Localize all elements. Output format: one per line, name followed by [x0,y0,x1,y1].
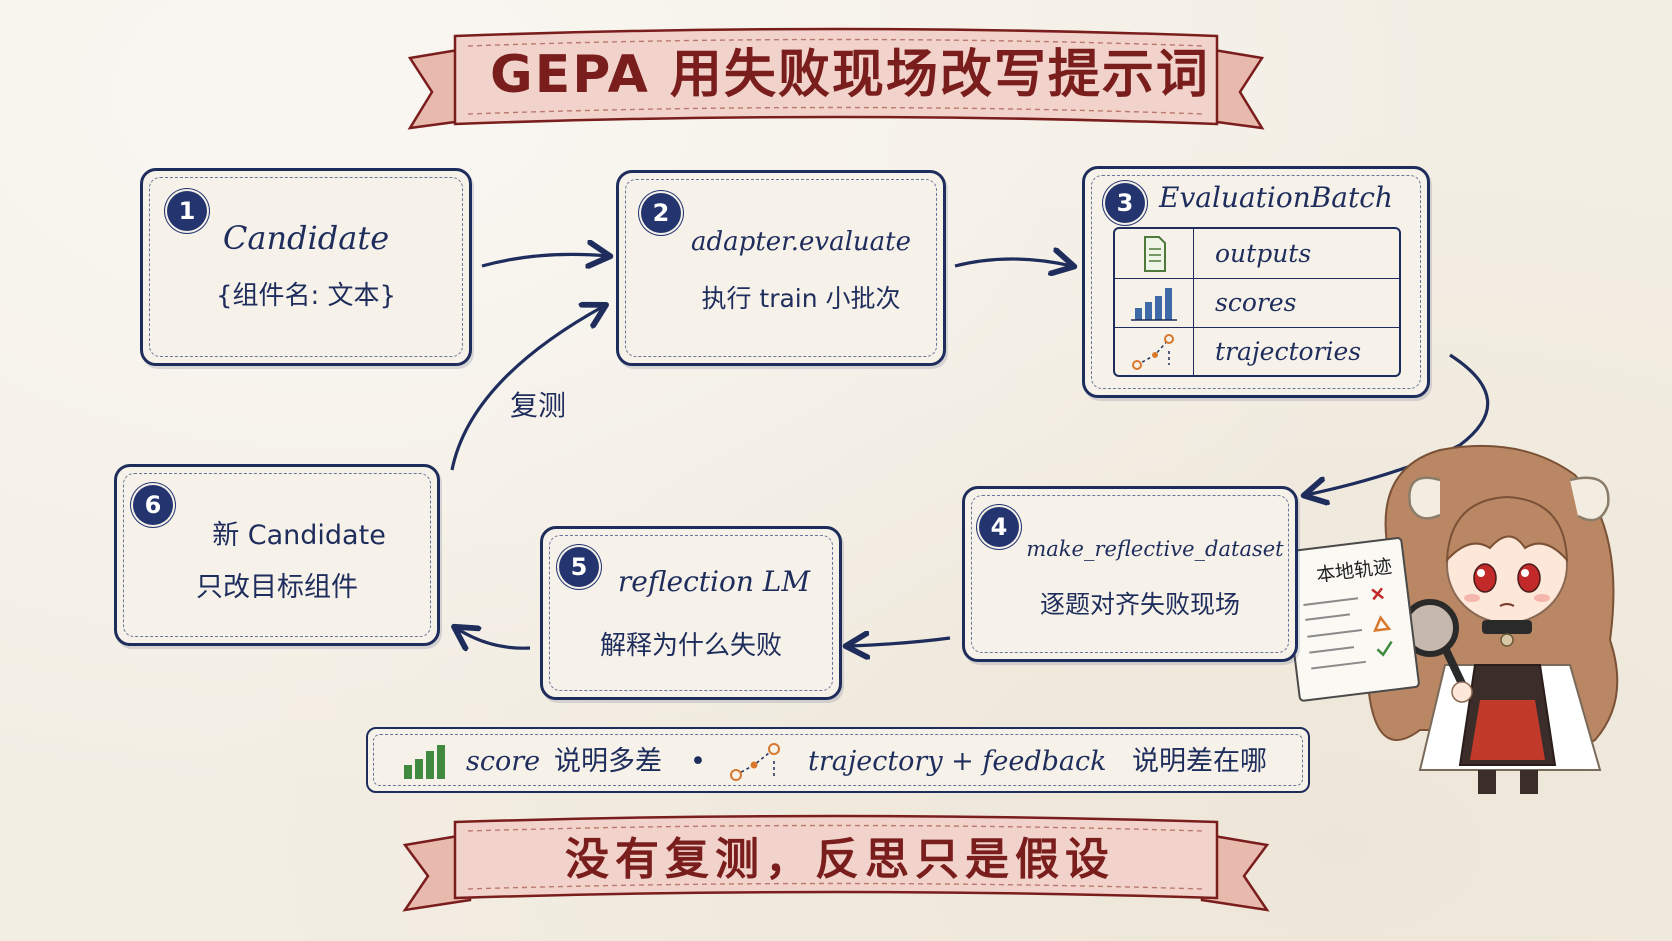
step-6-new-candidate: 6 新 Candidate 只改目标组件 [114,464,440,646]
step-title: reflection LM [617,565,811,598]
page-title: GEPA 用失败现场改写提示词 [490,45,1210,105]
step-4-make-reflective-dataset: 4 make_reflective_dataset 逐题对齐失败现场 [962,486,1298,662]
orange-trajectory-icon [730,743,780,781]
table-row: scores [1115,278,1399,328]
document-icon [1115,229,1194,278]
step-title: make_reflective_dataset [1026,537,1284,561]
step-2-adapter-evaluate: 2 adapter.evaluate 执行 train 小批次 [616,170,946,366]
step-subtitle: {组件名: 文本} [215,281,397,311]
footer-banner [402,814,1270,912]
step-1-candidate: 1 Candidate {组件名: 文本} [140,168,472,366]
legend-score-label: score [466,746,541,777]
footer-slogan: 没有复测，反思只是假设 [565,834,1115,885]
arrow-3-to-4 [1306,353,1490,495]
step-subtitle: 解释为什么失败 [599,631,782,661]
step-number-badge: 4 [979,507,1019,547]
legend-score-desc: 说明多差 [554,746,662,777]
trajectory-icon [1115,327,1194,376]
legend-bar: score 说明多差 • trajectory + feedback 说明差在哪 [366,727,1310,793]
legend-trajectory-label: trajectory + feedback [808,746,1107,777]
legend-separator: • [690,746,706,777]
warning-triangle-icon [1373,615,1392,632]
row-label: scores [1215,288,1297,317]
arrow-5-to-6 [456,628,531,648]
cross-icon [1371,587,1385,601]
table-row: trajectories [1115,327,1399,376]
step-number-badge: 5 [559,547,599,587]
legend-trajectory-desc: 说明差在哪 [1132,746,1267,777]
green-bar-chart-icon [404,745,445,779]
step-title: Candidate [222,219,390,257]
arrow-6-to-2 [450,306,604,471]
step-number-badge: 1 [167,191,207,231]
table-row: outputs [1115,229,1399,279]
evaluation-batch-table: outputs scores [1113,227,1401,377]
title-banner [407,27,1265,130]
step-number-badge: 2 [641,193,681,233]
step-subtitle: 只改目标组件 [196,572,358,603]
row-label: outputs [1215,239,1312,268]
step-title: adapter.evaluate [691,227,911,257]
step-number-badge: 6 [133,485,173,525]
arrow-4-to-5 [848,638,951,646]
row-label: trajectories [1215,337,1362,366]
step-3-evaluation-batch: 3 EvaluationBatch outputs [1082,166,1430,398]
step-title: EvaluationBatch [1159,181,1393,214]
loop-label-retest: 复测 [510,389,567,422]
check-icon [1376,640,1393,657]
arrow-2-to-3 [954,259,1072,266]
step-5-reflection-lm: 5 reflection LM 解释为什么失败 [540,526,842,700]
step-subtitle: 逐题对齐失败现场 [1039,590,1240,619]
character-illustration [1366,444,1619,794]
step-number-badge: 3 [1105,183,1145,223]
bar-chart-icon [1115,278,1194,327]
arrow-1-to-2 [481,254,608,266]
step-title: 新 Candidate [212,520,386,551]
step-subtitle: 执行 train 小批次 [701,284,901,313]
